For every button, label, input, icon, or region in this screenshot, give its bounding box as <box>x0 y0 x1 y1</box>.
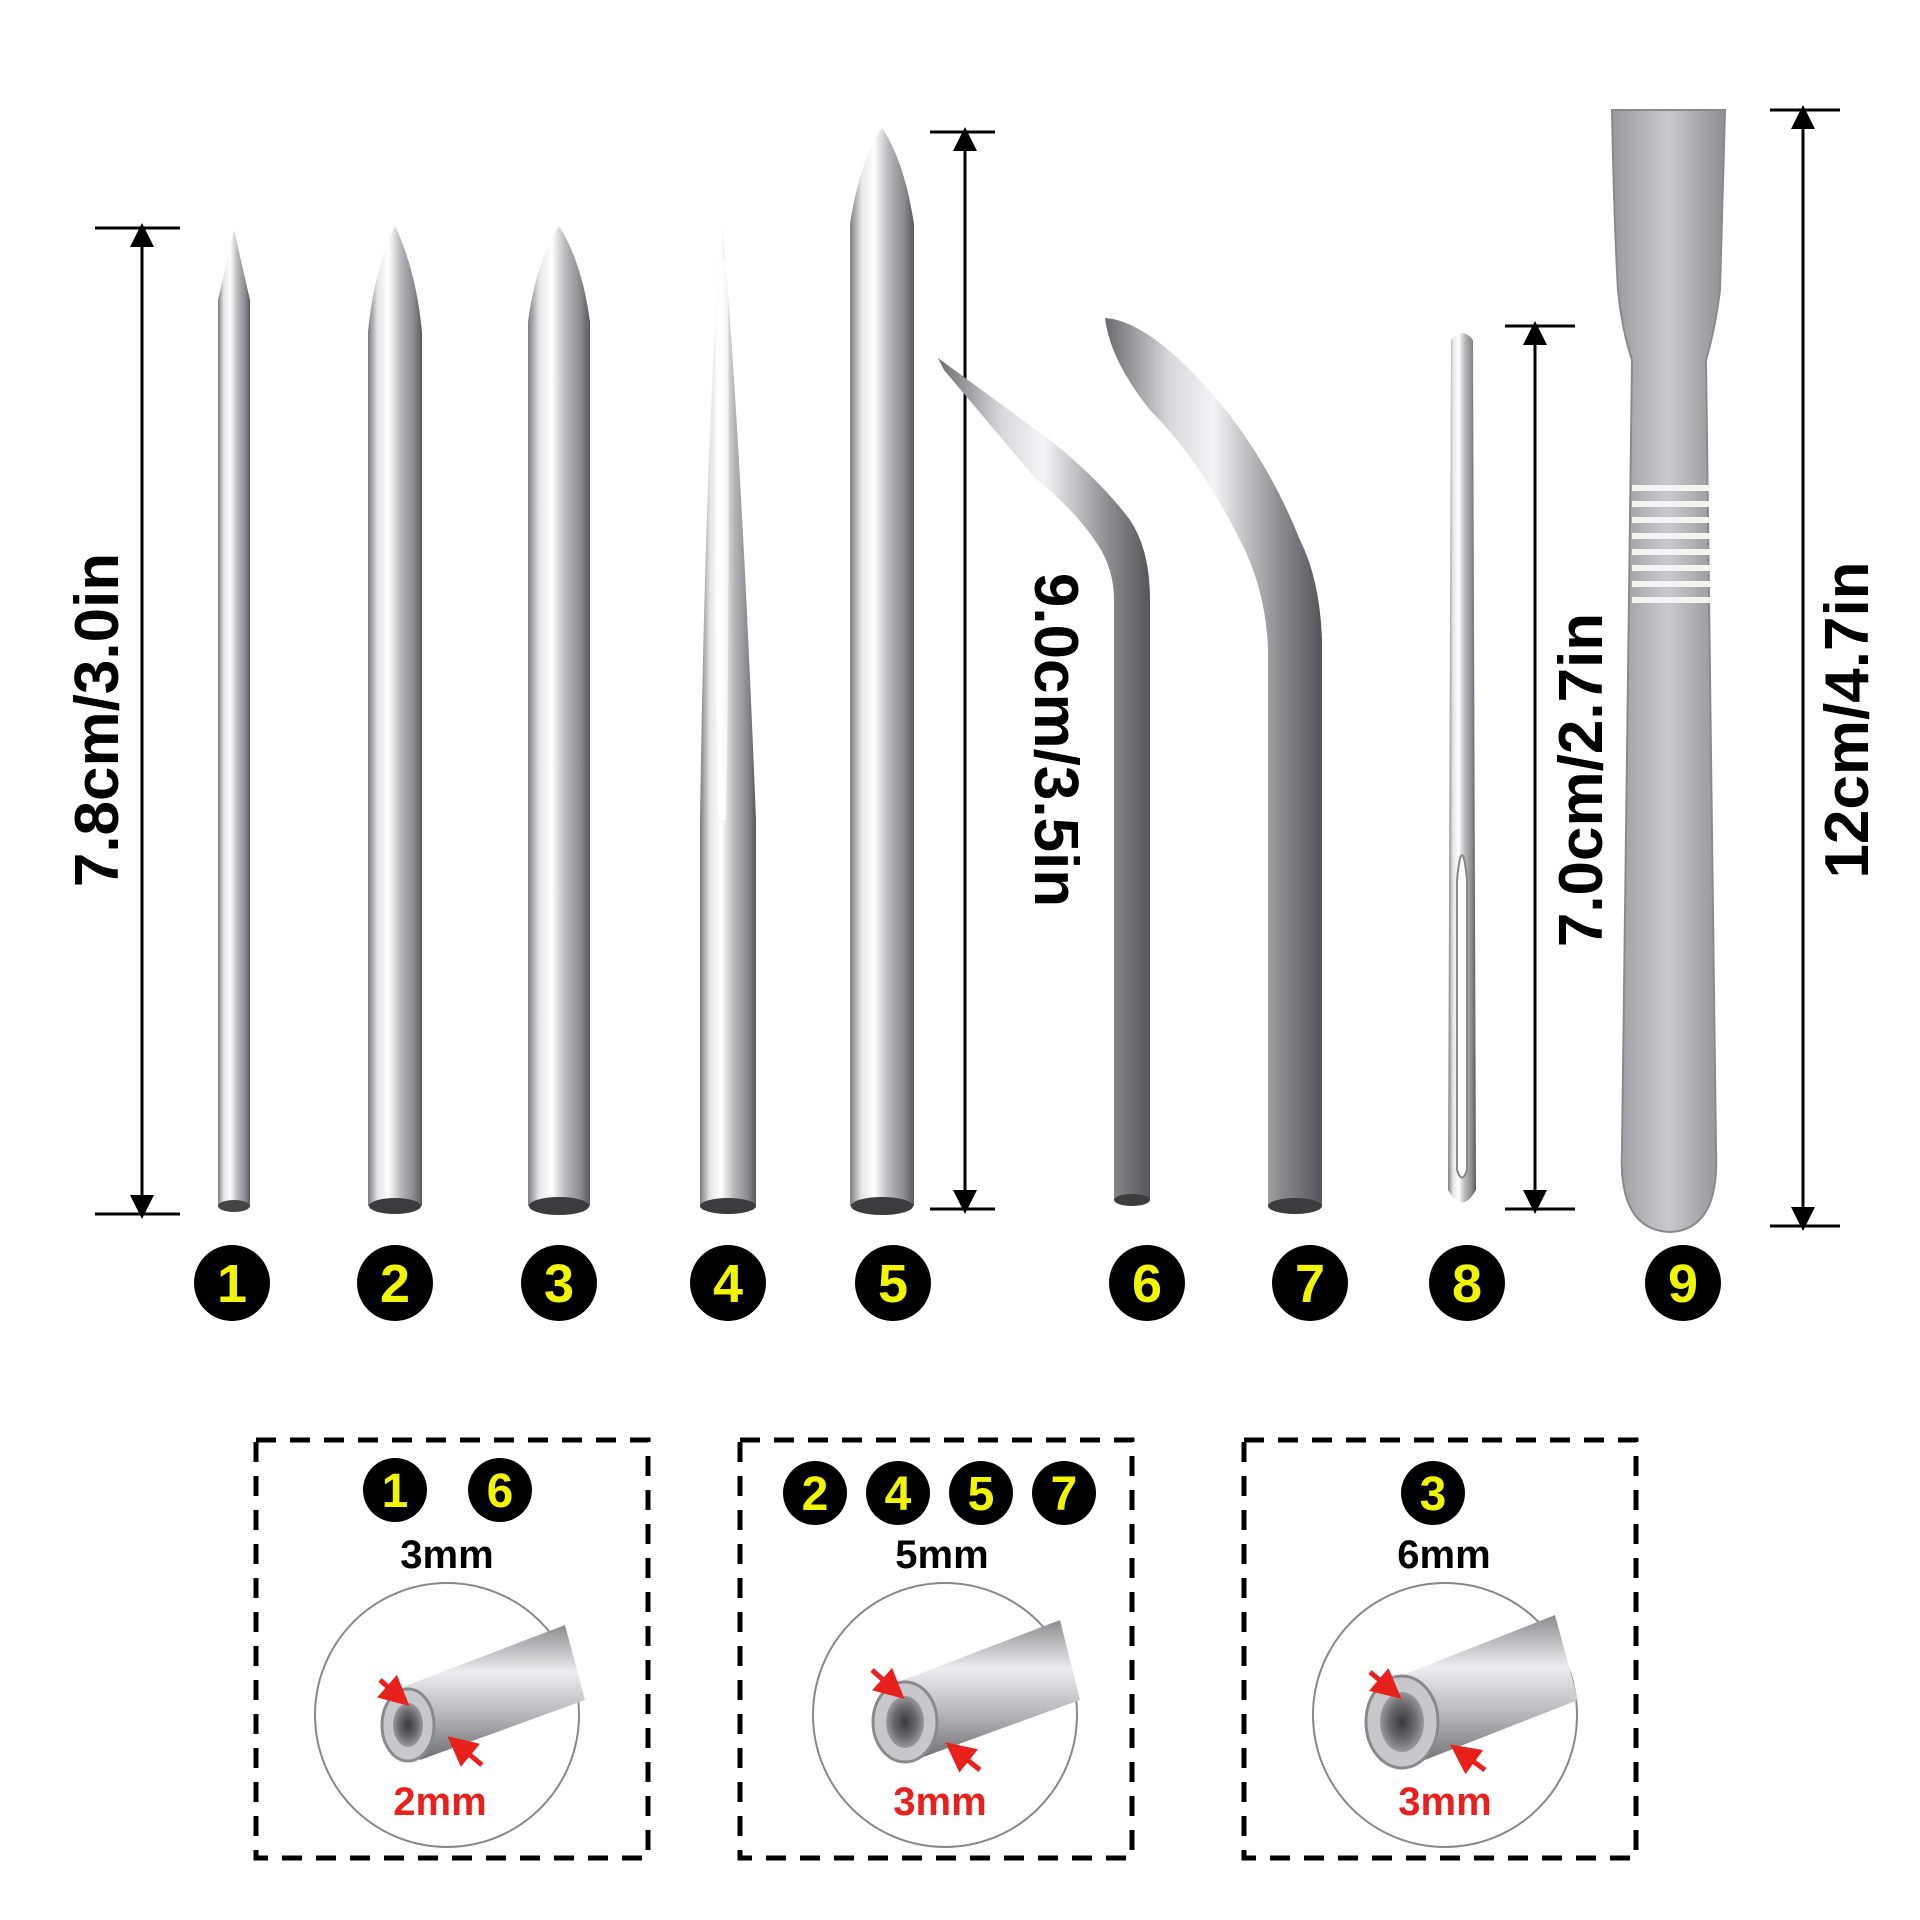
badge-tool-8: 8 <box>1429 1245 1505 1321</box>
badge-tool-6-label: 6 <box>1132 1254 1162 1314</box>
box-1-number-2: 6 <box>487 1465 514 1518</box>
tool-number-badges: 1 2 3 4 5 6 7 8 <box>194 1245 1721 1321</box>
tool-6-bent-thin <box>938 358 1150 1206</box>
badge-tool-9-label: 9 <box>1668 1254 1698 1314</box>
dimension-guide-small <box>95 223 180 1219</box>
box-2-number-3: 5 <box>968 1468 995 1521</box>
badge-tool-4: 4 <box>690 1245 766 1321</box>
tool-8-eye-needle <box>1448 333 1476 1203</box>
badge-tool-3: 3 <box>521 1245 597 1321</box>
box-1-number-1: 1 <box>382 1465 409 1518</box>
box-2-outer-diameter: 5mm <box>895 1533 988 1577</box>
tool-9-spatula <box>1610 109 1727 1234</box>
badge-tool-7-label: 7 <box>1295 1254 1325 1314</box>
badge-tool-3-label: 3 <box>544 1254 574 1314</box>
box-3-outer-diameter: 6mm <box>1397 1533 1490 1577</box>
dimension-guide-spatula <box>1770 105 1840 1231</box>
box-2-inner-diameter: 3mm <box>893 1780 986 1824</box>
dimension-guide-large <box>930 127 995 1214</box>
box-2-number-2: 4 <box>885 1468 912 1521</box>
box-2-number-4: 7 <box>1051 1468 1078 1521</box>
badge-tool-5: 5 <box>855 1245 931 1321</box>
badge-tool-4-label: 4 <box>713 1254 743 1314</box>
box-1-inner-diameter: 2mm <box>393 1780 486 1824</box>
dimension-label-small: 7.8cm/3.0in <box>63 553 132 887</box>
box-2-number-1: 2 <box>802 1468 829 1521</box>
tool-2-straight <box>368 226 422 1214</box>
badge-tool-2-label: 2 <box>380 1254 410 1314</box>
box-1-outer-diameter: 3mm <box>400 1533 493 1577</box>
box-3-number-1: 3 <box>1420 1468 1447 1521</box>
badge-tool-5-label: 5 <box>878 1254 908 1314</box>
tool-5-straight-long <box>850 128 914 1215</box>
diameter-box-3: 3 6mm 3mm <box>1241 1437 1639 1861</box>
diameter-box-2: 2 4 5 7 5mm 3mm <box>737 1437 1135 1861</box>
dimension-label-spatula: 12cm/4.7in <box>1813 561 1882 878</box>
badge-tool-8-label: 8 <box>1452 1254 1482 1314</box>
spatula-grip-lines <box>1632 485 1710 603</box>
diameter-box-1: 1 6 3mm 2mm <box>253 1437 651 1861</box>
tool-4-flat-blade <box>700 222 756 1214</box>
dimension-guide-needle <box>1505 321 1575 1214</box>
box-3-inner-diameter: 3mm <box>1398 1780 1491 1824</box>
dimension-label-needle: 7.0cm/2.7in <box>1547 613 1616 947</box>
dimension-label-large: 9.0cm/3.5in <box>1021 573 1090 907</box>
badge-tool-6: 6 <box>1109 1245 1185 1321</box>
tool-1-straight-thin <box>218 230 250 1212</box>
badge-tool-1: 1 <box>194 1245 270 1321</box>
badge-tool-9: 9 <box>1645 1245 1721 1321</box>
tool-3-straight-wide <box>528 226 590 1215</box>
badge-tool-1-label: 1 <box>217 1254 247 1314</box>
badge-tool-2: 2 <box>357 1245 433 1321</box>
tool-7-bent-wide <box>1105 318 1322 1214</box>
badge-tool-7: 7 <box>1272 1245 1348 1321</box>
